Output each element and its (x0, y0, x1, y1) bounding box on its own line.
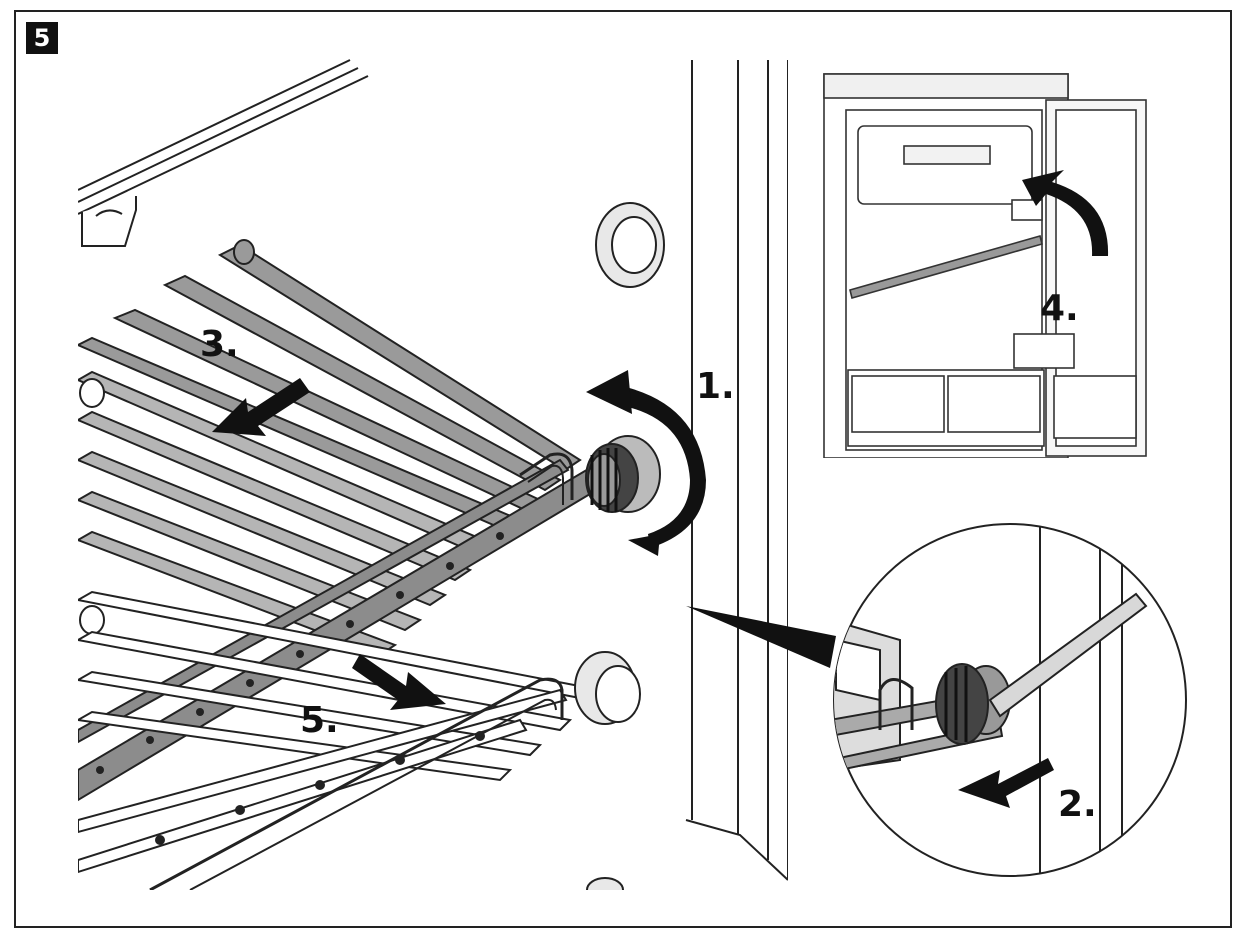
cabinet-wall (685, 60, 788, 881)
step-1-label: 1. (696, 366, 735, 407)
shelf-knob-upper (585, 435, 661, 513)
arrow-5-pull-out (352, 654, 446, 710)
arrow-4-tilt (1022, 170, 1109, 256)
rotate-arrow-1 (586, 370, 706, 556)
bottom-grommet (586, 877, 624, 890)
step-4-label: 4. (1040, 288, 1079, 329)
step-5-label: 5. (300, 700, 339, 741)
upper-shelf (78, 239, 602, 802)
step-2-label: 2. (1058, 784, 1097, 825)
callout-pointer (686, 606, 836, 668)
zoom-detail: 2. (833, 523, 1187, 877)
wall-grommet (595, 202, 665, 288)
step-3-label: 3. (200, 324, 239, 365)
fridge-thumbnail: 4. (823, 73, 1147, 458)
upper-rail (78, 59, 369, 247)
lower-shelf (78, 590, 641, 890)
arrow-3-pull-out (212, 378, 310, 436)
step-number-badge: 5 (26, 22, 58, 54)
main-scene: 3. 5. 1. (78, 59, 788, 890)
